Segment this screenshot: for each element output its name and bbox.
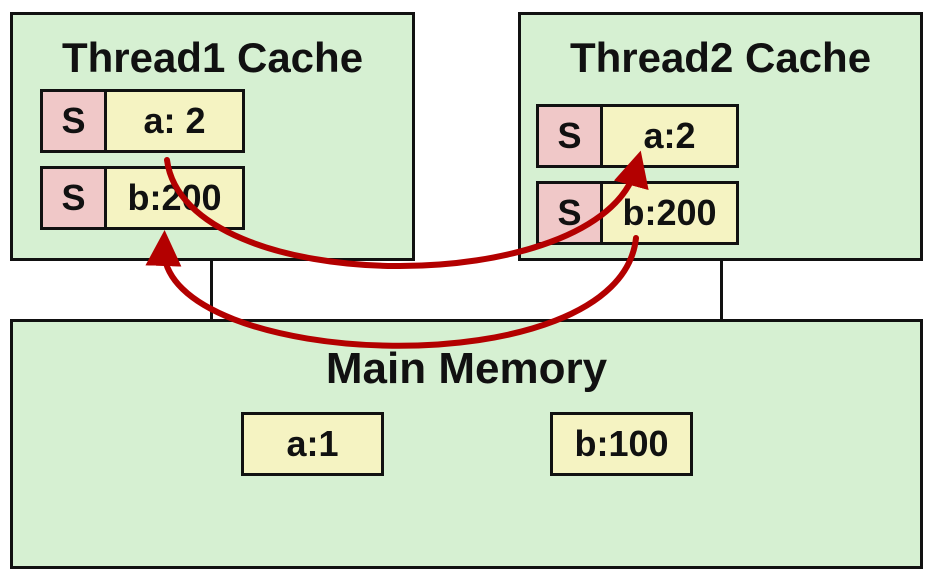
thread2-line-b-value: b:200 [600,181,739,245]
thread2-bus-connector [720,258,723,322]
thread1-bus-connector [210,258,213,322]
thread2-line-a-value: a:2 [600,104,739,168]
main-memory-value-a: a:1 [241,412,384,476]
thread1-line-a-state: S [40,89,107,153]
thread2-cache-title: Thread2 Cache [569,34,872,81]
main-memory-value-b: b:100 [550,412,693,476]
main-memory-title: Main Memory [325,344,608,393]
thread1-cache-title: Thread1 Cache [61,34,364,81]
thread1-line-b-value: b:200 [104,166,245,230]
thread2-line-a-state: S [536,104,603,168]
main-memory-box: Main Memory [10,319,923,569]
thread1-line-a-value: a: 2 [104,89,245,153]
thread1-line-b-state: S [40,166,107,230]
thread2-line-b-state: S [536,181,603,245]
